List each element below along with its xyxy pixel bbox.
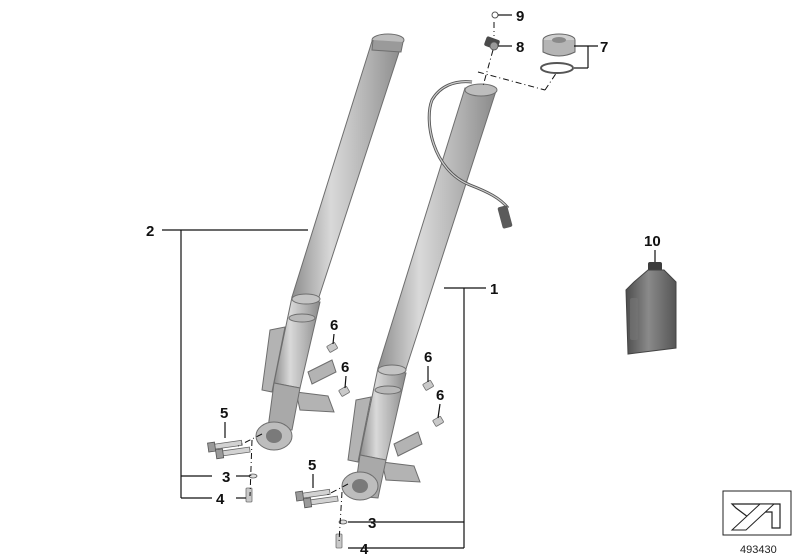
label-part-8: 8 <box>516 39 524 56</box>
label-part-2: 2 <box>146 223 154 240</box>
label-part-3-right: 3 <box>368 515 376 532</box>
fork-leg-right <box>341 80 513 501</box>
label-part-6-b: 6 <box>341 359 349 376</box>
part-7-cap-and-seal <box>540 33 576 74</box>
label-part-1: 1 <box>490 281 498 298</box>
fork-leg-left <box>255 33 405 451</box>
part-4-bolts <box>245 487 343 549</box>
label-part-5-right: 5 <box>308 457 316 474</box>
part-6-sleeves <box>326 342 444 427</box>
label-part-6-a: 6 <box>330 317 338 334</box>
label-part-4-right: 4 <box>360 541 369 558</box>
label-part-6-d: 6 <box>436 387 444 404</box>
reference-number: 493430 <box>740 544 777 556</box>
label-part-4-left: 4 <box>216 491 225 508</box>
part-5-bolts <box>207 439 339 509</box>
label-part-3-left: 3 <box>222 469 230 486</box>
label-part-10: 10 <box>644 233 661 250</box>
reference-box: 493430 <box>722 490 792 556</box>
oil-bottle-icon <box>625 262 677 355</box>
label-part-6-c: 6 <box>424 349 432 366</box>
leader-lines <box>162 14 656 549</box>
part-9-ball <box>491 11 499 19</box>
part-8-valve <box>484 36 500 51</box>
label-part-7: 7 <box>600 39 608 56</box>
label-part-9: 9 <box>516 8 524 25</box>
arrow-corner-icon <box>730 503 781 531</box>
label-part-5-left: 5 <box>220 405 228 422</box>
